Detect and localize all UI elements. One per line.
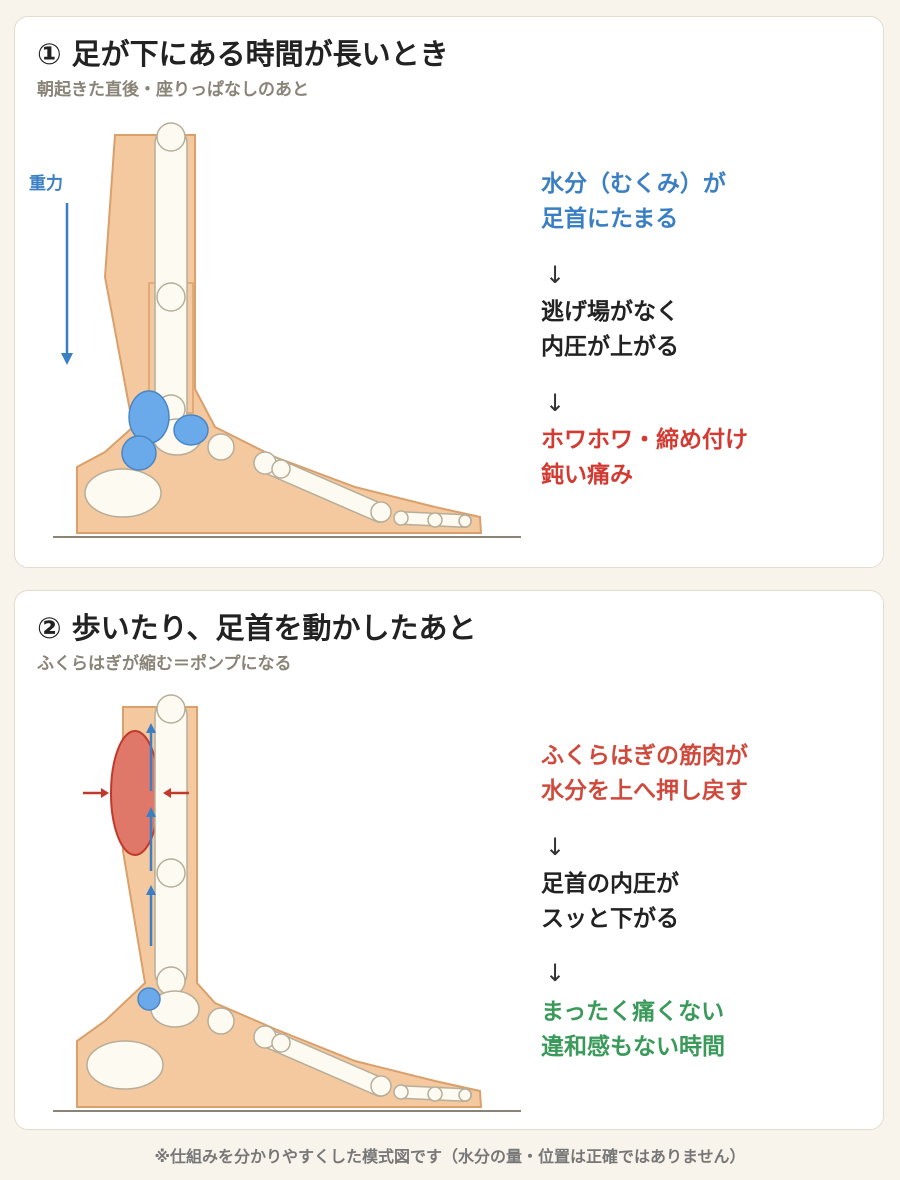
fluid-blob-1	[128, 390, 170, 444]
panel1-down-arrow-2: ↓	[545, 389, 566, 417]
shin-bone	[154, 126, 188, 428]
gravity-label: 重力	[29, 174, 63, 194]
panel1-title: ① 足が下にある時間が長いとき	[37, 37, 449, 71]
squeeze-arrow-right-head	[163, 788, 171, 798]
tarsal-bone	[207, 433, 235, 461]
panel2-down-arrow-1: ↓	[545, 833, 566, 861]
heel-bone	[84, 468, 162, 518]
panel2-subtitle: ふくらはぎが縮む＝ポンプになる	[37, 654, 292, 674]
shin-joint-2	[156, 858, 186, 888]
foot-diagram-walking	[53, 694, 521, 1112]
toe-joint-2c	[427, 1086, 443, 1102]
panel2-title: ② 歩いたり、足首を動かしたあと	[37, 611, 477, 645]
shin-joint	[156, 282, 186, 312]
metatarsal-joint-2b	[271, 1033, 291, 1053]
squeeze-arrow-left-head	[101, 788, 109, 798]
toe-joint-4	[458, 514, 472, 528]
panel2-text-pressure: 足首の内圧が スッと下がる	[541, 871, 679, 932]
toe-joint-2	[393, 510, 409, 526]
panel1-text-pain: ホワホワ・締め付け 鈍い痛み	[541, 427, 748, 488]
metatarsal-joint-2	[271, 459, 291, 479]
shin-bone-2	[154, 698, 188, 990]
gravity-arrow-head	[61, 353, 73, 365]
up-arrow-1-head	[146, 885, 156, 895]
toe-joint-2d	[458, 1088, 472, 1102]
toe-joint-2a	[370, 1075, 392, 1097]
toe-joint-3	[427, 512, 443, 528]
up-arrow-2-head	[146, 807, 156, 817]
fluid-blob-3	[121, 435, 157, 471]
panel1-down-arrow-1: ↓	[545, 261, 566, 289]
tarsal-bone-2	[207, 1007, 235, 1035]
panel-walking: ② 歩いたり、足首を動かしたあと ふくらはぎが縮む＝ポンプになる	[14, 590, 884, 1130]
fluid-blob-2	[173, 414, 209, 446]
panel1-text-fluid: 水分（むくみ）が 足首にたまる	[541, 171, 726, 232]
panel1-subtitle: 朝起きた直後・座りっぱなしのあと	[37, 80, 309, 100]
knee-joint-2	[156, 694, 186, 724]
toe-joint-1	[370, 501, 392, 523]
foot-diagram-swollen	[53, 122, 521, 538]
heel-bone-2	[86, 1040, 164, 1090]
panel2-text-muscle: ふくらはぎの筋肉が 水分を上へ押し戻す	[541, 743, 748, 804]
panel-swollen: ① 足が下にある時間が長いとき 朝起きた直後・座りっぱなしのあと	[14, 16, 884, 568]
panel2-down-arrow-2: ↓	[545, 959, 566, 987]
fluid-blob-small	[137, 987, 161, 1011]
toe-joint-2b	[393, 1084, 409, 1100]
panel1-text-pressure: 逃げ場がなく 内圧が上がる	[541, 299, 679, 360]
up-arrow-3-head	[146, 723, 156, 733]
knee-joint	[156, 122, 186, 152]
panel2-text-relief: まったく痛くない 違和感もない時間	[541, 999, 725, 1060]
footnote: ※仕組みを分かりやすくした模式図です（水分の量・位置は正確ではありません）	[154, 1147, 746, 1166]
